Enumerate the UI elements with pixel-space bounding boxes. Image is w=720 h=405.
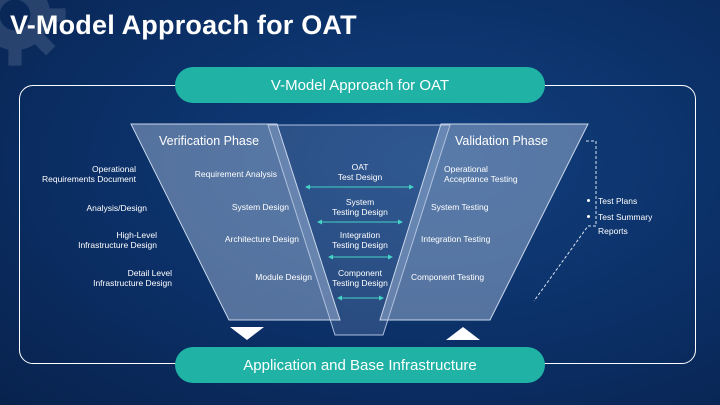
top-banner: V-Model Approach for OAT: [175, 67, 545, 103]
validation-phase-title: Validation Phase: [455, 134, 548, 148]
verification-phase-title: Verification Phase: [159, 134, 260, 148]
bottom-banner: Application and Base Infrastructure: [175, 347, 545, 383]
verification-item-requirement-analysis: Requirement Analysis: [194, 169, 277, 179]
gear-icon: [0, 0, 66, 66]
list-item: Test Plans: [585, 193, 652, 209]
bullet-icon: [587, 215, 590, 218]
verification-item-system-design: System Design: [231, 202, 289, 212]
validation-item-integration-testing: Integration Testing: [421, 234, 491, 244]
up-triangle-icon: [446, 327, 480, 340]
verification-item-architecture-design: Architecture Design: [224, 234, 299, 244]
slide-title: V-Model Approach for OAT: [10, 10, 357, 40]
bullet-icon: [587, 199, 590, 202]
validation-item-component-testing: Component Testing: [411, 272, 485, 282]
outputs-list: Test Plans Test Summary Reports: [585, 193, 652, 239]
verification-item-module-design: Module Design: [255, 272, 312, 282]
validation-item-system-testing: System Testing: [431, 202, 489, 212]
list-item-continuation: Reports: [598, 226, 628, 236]
middle-v-shape: [267, 124, 451, 336]
down-triangle-icon: [230, 327, 264, 340]
verification-phase-shape: [130, 123, 341, 321]
validation-phase-shape: [379, 123, 589, 321]
list-item: Test Summary: [585, 209, 652, 225]
left-label-analysis-design: Analysis/Design: [86, 203, 147, 213]
outputs-bracket: [533, 140, 597, 302]
